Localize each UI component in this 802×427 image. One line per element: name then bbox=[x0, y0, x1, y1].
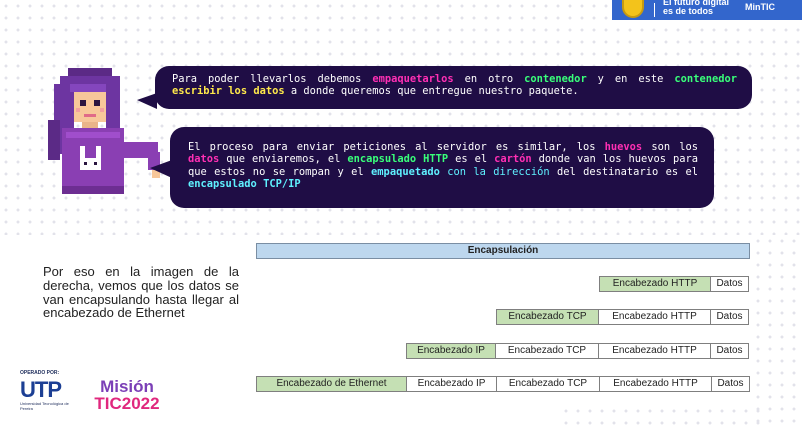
colombia-shield-icon bbox=[622, 0, 644, 18]
encapsulation-row: Encabezado HTTP Datos bbox=[599, 276, 749, 292]
bubble-2-seg: son los bbox=[642, 141, 699, 153]
diagram-cell: Datos bbox=[712, 376, 750, 392]
header-divider bbox=[654, 3, 655, 17]
bubble-2-seg: encapsulado HTTP bbox=[347, 153, 449, 166]
speech-bubble-tail bbox=[150, 160, 172, 178]
bubble-2-seg: donde van los huevos para que estos no s… bbox=[188, 153, 698, 178]
diagram-cell: Encabezado IP bbox=[406, 343, 496, 359]
bubble-1-seg: y en este bbox=[586, 73, 675, 85]
bubble-2-seg: empaquetado bbox=[371, 165, 440, 178]
bubble-1-seg: empaquetarlos bbox=[372, 73, 454, 85]
bubble-1-seg: en otro bbox=[453, 73, 525, 85]
diagram-cell: Encabezado HTTP bbox=[599, 309, 711, 325]
dotted-background-bottom bbox=[560, 405, 760, 427]
diagram-cell: Encabezado TCP bbox=[497, 376, 600, 392]
bubble-2-seg: cartón bbox=[494, 153, 532, 166]
mision-tic-logo: Misión TIC2022 bbox=[92, 377, 162, 423]
bubble-2-seg: del destinatario es el bbox=[549, 165, 698, 178]
encapsulation-row: Encabezado de Ethernet Encabezado IP Enc… bbox=[256, 376, 750, 392]
diagram-cell: Encabezado HTTP bbox=[599, 276, 711, 292]
encapsulation-row: Encabezado TCP Encabezado HTTP Datos bbox=[496, 309, 749, 325]
utp-logo: OPERADO POR: UTP Universidad Tecnológica… bbox=[20, 370, 80, 422]
bubble-2-seg: datos bbox=[188, 153, 220, 166]
speech-bubble-1: Para poder llevarlos debemos empaquetarl… bbox=[155, 66, 752, 109]
bubble-1-seg: a donde queremos que entregue nuestro pa… bbox=[284, 85, 579, 98]
bubble-2-seg: que enviaremos, el bbox=[219, 153, 348, 166]
explanation-text: Por eso en la imagen de la derecha, vemo… bbox=[43, 264, 239, 321]
speech-bubble-2: El proceso para enviar peticiones al ser… bbox=[170, 127, 714, 208]
utp-university-name: Universidad Tecnológica de Pereira bbox=[20, 401, 69, 411]
bubble-2-seg: encapsulado TCP/IP bbox=[188, 177, 301, 190]
operated-by-caption: OPERADO POR: bbox=[20, 370, 60, 376]
diagram-cell: Datos bbox=[711, 309, 749, 325]
bubble-2-seg: con la dirección bbox=[439, 165, 550, 178]
bubble-2-seg: es el bbox=[448, 153, 495, 166]
ministry-label: MinTIC bbox=[745, 2, 775, 12]
bubble-1-seg: contenedor bbox=[524, 73, 587, 85]
dotted-background-right bbox=[752, 235, 802, 427]
diagram-cell: Encabezado de Ethernet bbox=[256, 376, 407, 392]
mision-logo-line-1: Misión bbox=[100, 377, 154, 396]
speech-bubble-tail bbox=[137, 93, 157, 109]
gov-header-bar: El futuro digital es de todos MinTIC bbox=[612, 0, 802, 20]
bubble-1-seg: escribir los datos bbox=[172, 85, 285, 98]
diagram-cell: Datos bbox=[711, 276, 749, 292]
diagram-cell: Encabezado HTTP bbox=[599, 343, 711, 359]
pixel-character-illustration bbox=[48, 68, 160, 194]
mision-logo-line-2: TIC2022 bbox=[94, 394, 160, 413]
gov-slogan: El futuro digital es de todos bbox=[663, 0, 729, 16]
bubble-1-seg: contenedor bbox=[674, 73, 737, 85]
content-area bbox=[0, 235, 752, 427]
utp-logo-mark: UTP bbox=[20, 377, 62, 402]
diagram-cell: Encabezado IP bbox=[407, 376, 497, 392]
encapsulation-row: Encabezado IP Encabezado TCP Encabezado … bbox=[406, 343, 749, 359]
diagram-cell: Encabezado HTTP bbox=[600, 376, 712, 392]
bubble-2-seg: El proceso para enviar peticiones al ser… bbox=[188, 141, 605, 153]
diagram-cell: Datos bbox=[711, 343, 749, 359]
diagram-cell: Encabezado TCP bbox=[496, 309, 599, 325]
bubble-1-seg: Para poder llevarlos debemos bbox=[172, 73, 373, 85]
encapsulation-title: Encapsulación bbox=[256, 243, 750, 259]
diagram-cell: Encabezado TCP bbox=[496, 343, 599, 359]
bubble-2-seg: huevos bbox=[604, 141, 643, 153]
